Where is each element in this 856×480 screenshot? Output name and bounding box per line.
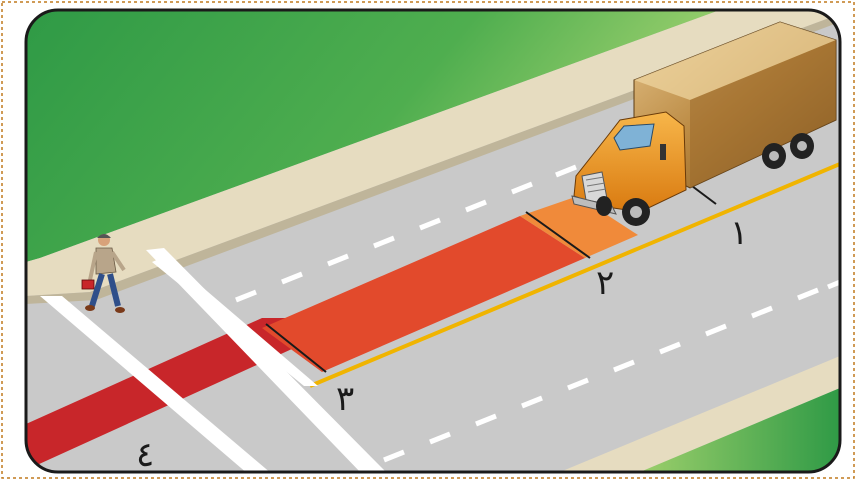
lane-dashes-lower (383, 279, 840, 463)
stop-line (152, 256, 318, 386)
crosswalk-bar-left (40, 296, 272, 472)
grass-upper-left (26, 10, 720, 262)
orange-semi-truck-icon (571, 21, 837, 226)
label-2: ٢ (596, 263, 614, 303)
marker-line-2 (525, 211, 591, 259)
label-4: ٤ (136, 435, 154, 475)
label-3: ٣ (336, 379, 354, 419)
zone-3 (262, 216, 585, 372)
zone-2 (520, 196, 638, 258)
label-1: ١ (730, 213, 748, 253)
pedestrian-icon (81, 234, 126, 313)
sidewalk-lower (560, 356, 840, 472)
scene-border (24, 8, 842, 474)
center-line (309, 162, 840, 388)
marker-line-3 (265, 323, 327, 373)
grass-lower-right (640, 388, 840, 472)
